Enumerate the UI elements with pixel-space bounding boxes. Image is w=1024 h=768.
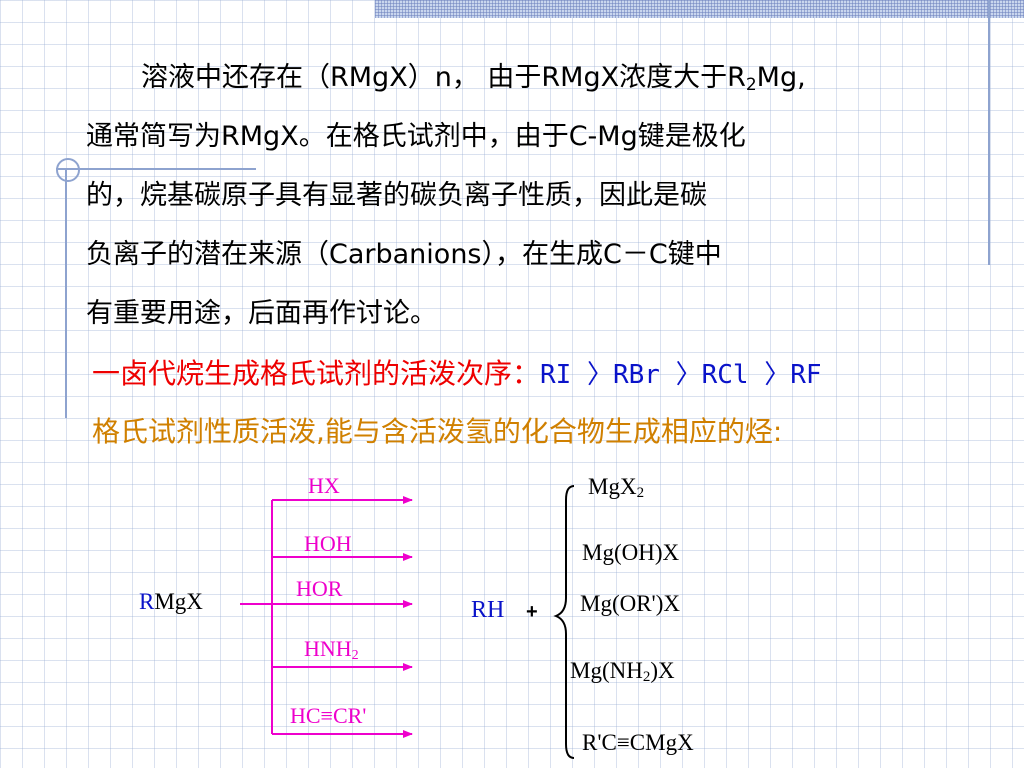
byproduct-mgohx-text: Mg(OH)X: [582, 540, 680, 565]
byproduct-rccmgx-text: R'C≡CMgX: [582, 730, 694, 755]
paragraph-line-1-text: 溶液中还存在（RMgX）n， 由于RMgX浓度大于R: [141, 62, 746, 93]
intro-paragraph: 溶液中还存在（RMgX）n， 由于RMgX浓度大于R2Mg, 通常简写为RMgX…: [86, 48, 966, 343]
reagent-hnh2-text: HNH: [304, 636, 352, 661]
paragraph-line-2: 通常简写为RMgX。在格氏试剂中，由于C-Mg键是极化: [86, 121, 746, 152]
reagent-hnh2-subscript: 2: [351, 648, 359, 663]
byproduct-mgx2: MgX2: [588, 474, 645, 501]
header-pattern-band: [375, 0, 1024, 18]
activity-order-sequence: RI 〉RBr 〉RCl 〉RF: [540, 360, 822, 390]
activity-order-line: 一卤代烷生成格氏试剂的活泼次序：RI 〉RBr 〉RCl 〉RF: [92, 352, 822, 392]
reagent-hx: HX: [308, 473, 340, 499]
subscript-2: 2: [745, 75, 757, 95]
product-rh: RH: [471, 597, 505, 623]
reagent-hoh-text: HOH: [304, 531, 352, 556]
reagent-hor-text: HOR: [296, 576, 343, 601]
byproduct-mgnh2x: Mg(NH2)X: [570, 658, 675, 685]
byproduct-mgx2-subscript: 2: [636, 485, 645, 501]
right-frame-line: [988, 0, 990, 265]
reagent-hccr: HC≡CR': [290, 703, 366, 729]
reactant-mgx: MgX: [154, 589, 203, 614]
paragraph-line-1-tail: Mg,: [756, 62, 806, 93]
activity-order-label: 一卤代烷生成格氏试剂的活泼次序：: [92, 357, 541, 390]
left-frame-line: [65, 168, 67, 418]
property-line: 格氏试剂性质活泼,能与含活泼氢的化合物生成相应的烃:: [92, 415, 783, 448]
byproduct-rccmgx: R'C≡CMgX: [582, 730, 694, 756]
reactant-r: R: [139, 589, 155, 614]
reagent-hor: HOR: [296, 576, 342, 602]
reactant-rmgx: RMgX: [139, 589, 203, 615]
left-frame-hline: [56, 168, 256, 170]
byproduct-mgorx-text: Mg(OR')X: [580, 591, 680, 616]
paragraph-line-4: 负离子的潜在来源（Carbanions），在生成C－C键中: [86, 239, 722, 270]
byproduct-mgnh2x-tail: )X: [650, 658, 675, 683]
reagent-hccr-text: HC≡CR': [290, 703, 367, 728]
byproduct-mgnh2x-subscript: 2: [642, 669, 651, 685]
paragraph-line-5: 有重要用途，后面再作讨论。: [86, 298, 437, 329]
reagent-hoh: HOH: [304, 531, 352, 557]
plus-sign: +: [526, 601, 538, 623]
product-brace: [553, 485, 575, 759]
paragraph-line-3: 的，烷基碳原子具有显著的碳负离子性质，因此是碳: [86, 180, 707, 211]
reagent-hnh2: HNH2: [304, 636, 359, 663]
byproduct-mgx2-text: MgX: [588, 474, 637, 499]
reagent-hx-text: HX: [308, 473, 340, 498]
byproduct-mgohx: Mg(OH)X: [582, 540, 679, 566]
byproduct-mgorx: Mg(OR')X: [580, 591, 680, 617]
paragraph-line-1: 溶液中还存在（RMgX）n， 由于RMgX浓度大于R2Mg,: [86, 48, 966, 107]
byproduct-mgnh2x-text: Mg(NH: [570, 658, 643, 683]
frame-circle-ornament: [56, 158, 80, 182]
